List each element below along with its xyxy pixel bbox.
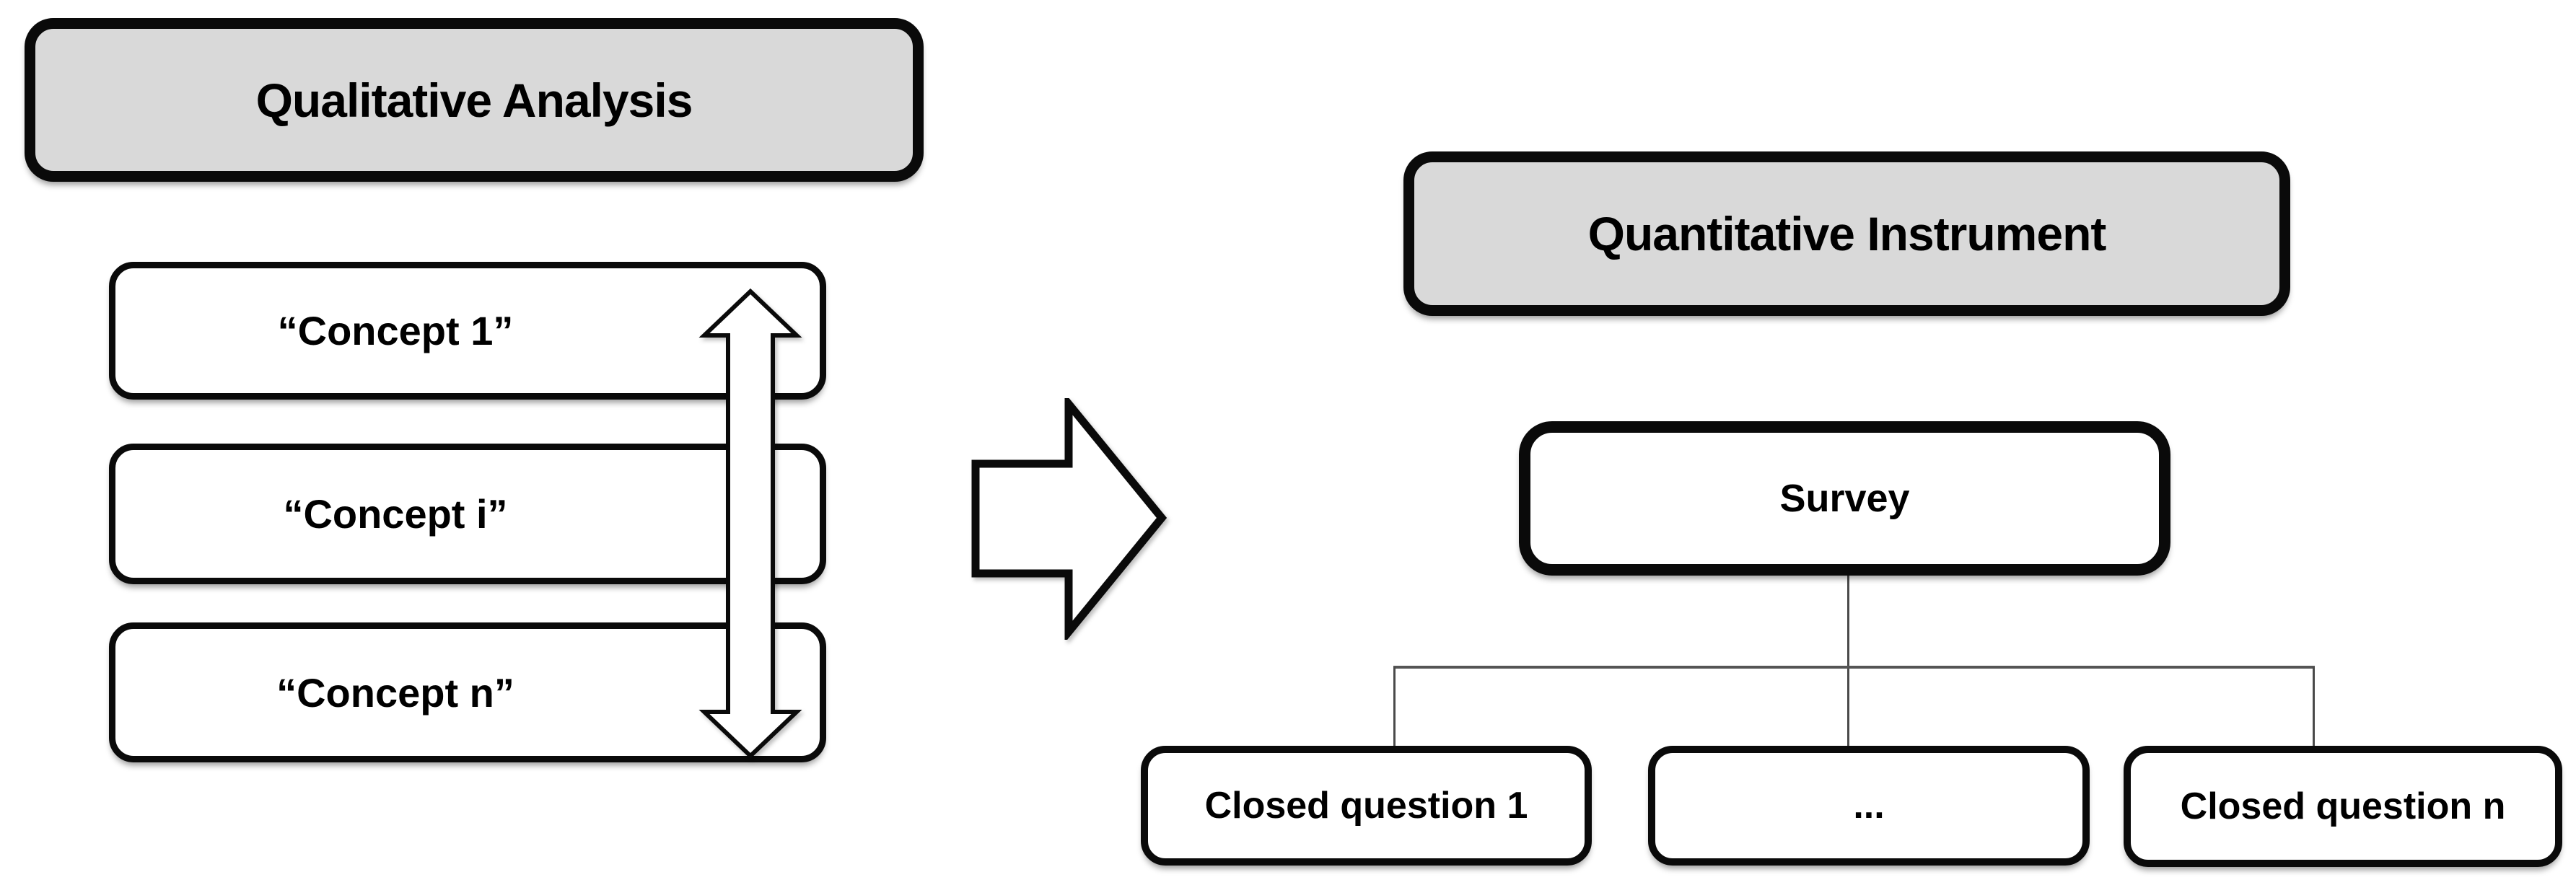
quantitative-instrument-label: Quantitative Instrument [1587, 207, 2107, 260]
concept-n-box: “Concept n” [109, 622, 826, 762]
qualitative-analysis-header: Qualitative Analysis [25, 18, 924, 182]
concept-1-label: “Concept 1” [277, 308, 514, 353]
closed-question-n-box: Closed question n [2124, 746, 2562, 867]
closed-question-1-label: Closed question 1 [1204, 785, 1528, 827]
right-block-arrow-icon [971, 398, 1167, 640]
up-down-double-arrow-icon [698, 288, 802, 759]
closed-question-1-box: Closed question 1 [1141, 746, 1592, 866]
horizontal-connector-line [1393, 666, 2315, 669]
right-drop-connector-line [2313, 667, 2315, 747]
left-drop-connector-line [1393, 667, 1396, 747]
concept-i-label: “Concept i” [283, 491, 508, 537]
closed-question-n-label: Closed question n [2180, 785, 2506, 827]
questions-ellipsis-box: ... [1648, 746, 2090, 866]
survey-vertical-connector-line [1847, 574, 1849, 747]
survey-box: Survey [1519, 421, 2170, 576]
concept-n-label: “Concept n” [276, 669, 514, 716]
questions-ellipsis-label: ... [1853, 785, 1885, 827]
concept-i-box: “Concept i” [109, 444, 826, 584]
qualitative-analysis-label: Qualitative Analysis [255, 73, 693, 127]
quantitative-instrument-header: Quantitative Instrument [1403, 151, 2290, 316]
survey-label: Survey [1779, 477, 1910, 520]
